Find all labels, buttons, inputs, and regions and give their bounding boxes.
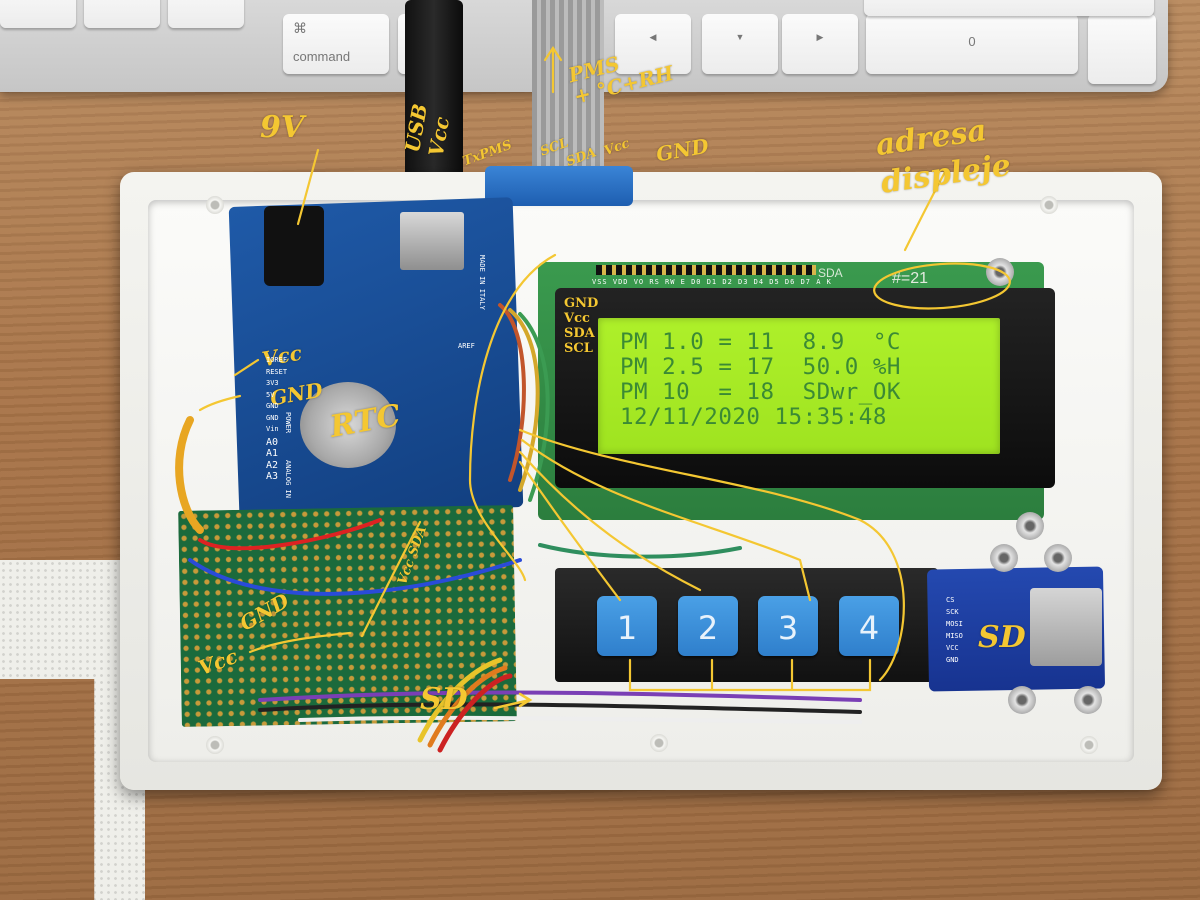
arduino-pin-a0: A0 (266, 436, 279, 448)
lcd-line-2: PM 2.5 = 17 50.0 %H (620, 354, 901, 380)
key-command[interactable]: ⌘ command (283, 14, 389, 74)
arduino-pin-gnd: GND (266, 413, 279, 422)
arduino-pin-3v3: 3V3 (266, 379, 279, 387)
lcd-pin-labels: VSS VDD VO RS RW E D0 D1 D2 D3 D4 D5 D6 … (592, 278, 832, 286)
barrel-jack (264, 206, 324, 286)
sd-pin-vcc: VCC (946, 644, 959, 652)
keypad-button-1[interactable]: 1 (597, 596, 657, 656)
annotation-lcd-sda: SDA (564, 326, 595, 341)
annotation-sd-arrow: SD (420, 682, 468, 717)
sd-card-slot[interactable] (1030, 588, 1102, 666)
mount-hole (650, 734, 668, 752)
lcd-line-3: PM 10 = 18 SDwr_OK (620, 379, 901, 405)
command-symbol: ⌘ (293, 20, 307, 36)
annotation-lcd-gnd: GND (564, 296, 599, 311)
annotation-9v: 9V (260, 110, 305, 145)
mount-hole (206, 196, 224, 214)
annotation-lcd-vcc: Vcc (564, 311, 590, 326)
keypad-button-4[interactable]: 4 (839, 596, 899, 656)
arduino-pin-a2: A2 (266, 459, 279, 471)
ribbon-cable (532, 0, 604, 190)
sd-pin-cs: CS (946, 596, 955, 604)
arduino-usb-port (400, 212, 464, 270)
sd-screw (1074, 686, 1102, 714)
sd-pin-gnd: GND (946, 656, 959, 664)
keypad-button-3[interactable]: 3 (758, 596, 818, 656)
arduino-pin-ioref: IOREF (266, 356, 288, 364)
command-label: command (293, 49, 351, 64)
arduino-analog-in: ANALOG IN (284, 460, 292, 498)
keypad-button-2[interactable]: 2 (678, 596, 738, 656)
lcd-screen: PM 1.0 = 11 8.9 °C PM 2.5 = 17 50.0 %H P… (598, 318, 1000, 454)
sd-pin-labels: CS SCK MOSI MISO VCC GND (946, 594, 963, 666)
annotation-lcd-scl: SCL (564, 341, 593, 356)
arduino-made-in: MADE IN ITALY (478, 255, 486, 310)
sd-pin-sck: SCK (946, 608, 959, 616)
annotation-sd-label: SD (978, 620, 1026, 655)
arduino-pin-gnd: GND (266, 402, 279, 410)
lcd-line-4: 12/11/2020 15:35:48 (620, 404, 887, 430)
mount-hole (1040, 196, 1058, 214)
key-zero-label: 0 (968, 34, 976, 49)
sd-screw (1044, 544, 1072, 572)
arduino-pin-a1: A1 (266, 448, 279, 459)
key-enter[interactable] (1088, 14, 1156, 84)
arduino-pin-reset: RESET (266, 367, 288, 376)
arduino-pin-vin: Vin (266, 425, 279, 433)
lcd-address-print: #=21 (892, 270, 929, 287)
key-blank-2[interactable] (84, 0, 160, 28)
arduino-aref: AREF (458, 342, 475, 350)
arduino-pin-5v: 5V (266, 390, 275, 399)
mount-hole (206, 736, 224, 754)
key-top-row[interactable] (864, 0, 1154, 16)
arduino-pin-a3: A3 (266, 471, 279, 482)
right-arrow-icon: ▶ (816, 32, 824, 42)
usb-cable (405, 0, 463, 178)
key-option[interactable]: ◀ (615, 14, 691, 74)
sd-screw (990, 544, 1018, 572)
mount-hole (1080, 736, 1098, 754)
lcd-screw (1016, 512, 1044, 540)
left-arrow-icon: ◀ (649, 32, 657, 42)
key-blank-3[interactable] (168, 0, 244, 28)
key-blank-1[interactable] (0, 0, 76, 28)
lcd-pin-header (596, 265, 816, 275)
sd-pin-miso: MISO (946, 632, 963, 640)
arduino-power: POWER (284, 412, 292, 434)
annotation-usb-vcc: USB Vcc (400, 101, 455, 159)
lcd-sda-print: SDA (818, 266, 843, 280)
key-zero[interactable]: 0 (866, 14, 1078, 74)
down-arrow-icon: ▼ (735, 32, 745, 42)
key-right[interactable]: ▶ (782, 14, 858, 74)
key-down[interactable]: ▼ (702, 14, 778, 74)
rtc-coin-cell (300, 382, 396, 468)
sd-screw (1008, 686, 1036, 714)
sd-pin-mosi: MOSI (946, 620, 963, 628)
lcd-line-1: PM 1.0 = 11 8.9 °C (620, 329, 901, 355)
